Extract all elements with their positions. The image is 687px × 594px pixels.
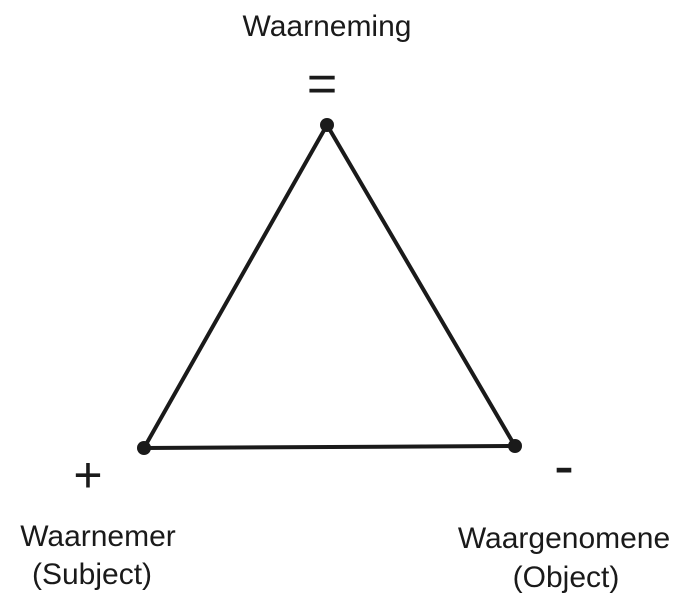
vertex-dot-top <box>320 118 334 132</box>
vertex-dot-left <box>137 441 151 455</box>
top-vertex-label: Waarneming <box>243 10 412 43</box>
edge-top-left <box>142 123 329 450</box>
triangle <box>142 123 517 450</box>
vertex-dot-right <box>508 439 522 453</box>
minus-symbol: - <box>554 432 574 499</box>
left-vertex-sublabel: (Subject) <box>32 558 152 591</box>
equals-symbol: = <box>307 55 337 113</box>
left-vertex-label: Waarnemer <box>20 520 176 553</box>
right-vertex-sublabel: (Object) <box>513 561 620 594</box>
right-vertex-label: Waargenomene <box>458 522 670 555</box>
edge-top-right <box>325 123 517 448</box>
plus-symbol: + <box>73 447 102 503</box>
edge-bottom <box>142 444 517 450</box>
